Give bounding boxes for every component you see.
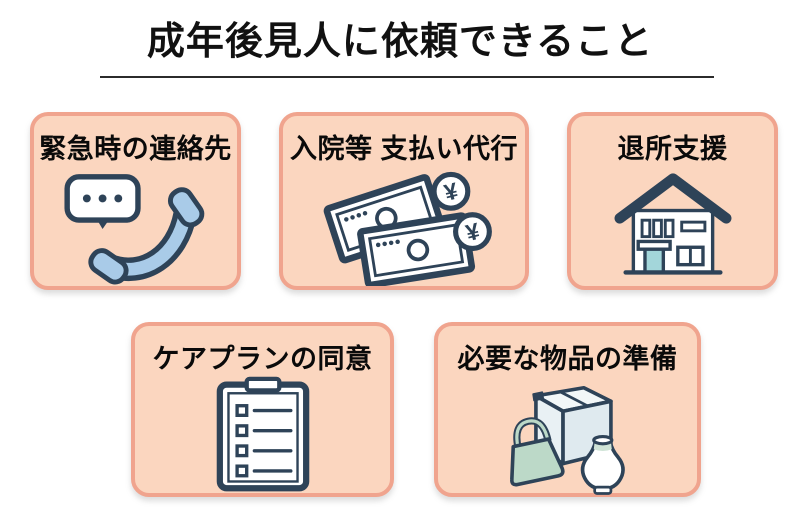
vase-icon [580, 434, 625, 495]
card-discharge-support: 退所支援 [567, 112, 778, 290]
yen-coin: ¥ [430, 171, 470, 211]
handbag-icon [509, 417, 565, 487]
card-label: 退所支援 [617, 134, 728, 164]
card-label: 入院等 支払い代行 [289, 134, 518, 164]
card-emergency-contact: 緊急時の連絡先 [30, 112, 241, 290]
phone-speech-bubble-icon [34, 166, 237, 286]
page-title: 成年後見人に依頼できること [146, 21, 654, 63]
phone-icon [63, 174, 204, 285]
title-underline [100, 76, 714, 78]
house-icon [614, 173, 731, 275]
svg-text:¥: ¥ [441, 178, 460, 206]
card-label: 必要な物品の準備 [457, 344, 678, 374]
yen-coin: ¥ [452, 212, 492, 252]
card-items-preparation: 必要な物品の準備 [434, 322, 701, 497]
box-bag-vase-icon [509, 385, 625, 495]
card-label: ケアプランの同意 [152, 344, 373, 374]
svg-text:¥: ¥ [463, 218, 482, 246]
box-bag-vase-icon-wrap [438, 376, 697, 498]
clipboard-checklist-icon [216, 376, 309, 492]
money-icon: ¥ ¥ [323, 171, 492, 286]
card-care-plan-consent: ケアプランの同意 [131, 322, 394, 497]
clipboard-icon-wrap [135, 376, 390, 493]
house-icon-wrap [571, 166, 774, 286]
money-banknotes-coins-icon: ¥ ¥ [283, 166, 525, 286]
card-label: 緊急時の連絡先 [39, 134, 232, 164]
card-payment-proxy: 入院等 支払い代行 ¥ [279, 112, 529, 290]
